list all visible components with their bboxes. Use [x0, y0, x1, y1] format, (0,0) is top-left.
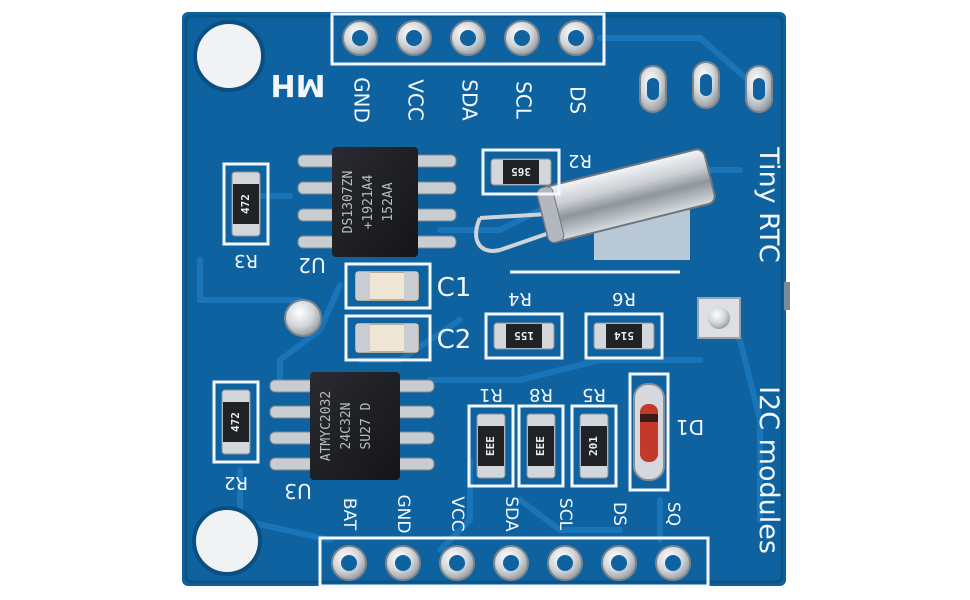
square-test-pad	[697, 297, 741, 339]
bottom-header-label: DS	[609, 502, 629, 526]
bottom-header-label: GND	[393, 495, 413, 534]
svg-text:201: 201	[587, 436, 600, 456]
chip-u2: DS1307ZN +1921A4 152AA U2	[297, 147, 457, 277]
via-pad	[284, 299, 322, 337]
svg-text:C1: C1	[437, 273, 472, 303]
top-header-outline	[330, 12, 606, 66]
resistor-ref-label: R3	[234, 250, 258, 271]
svg-text:472: 472	[239, 194, 252, 214]
title-top-label: Tiny RTC	[753, 146, 784, 262]
resistor-r8: EEE R8	[517, 384, 565, 488]
bottom-header-label: BAT	[339, 498, 359, 531]
top-header-label: GND	[350, 77, 374, 123]
bottom-header-label: SDA	[501, 496, 521, 532]
mounting-hole	[193, 20, 265, 92]
top-header-labels: GND VCC SDA SCL DS	[350, 77, 590, 123]
svg-text:152AA: 152AA	[381, 182, 396, 221]
svg-text:24C32N: 24C32N	[339, 403, 354, 450]
backup-pads	[639, 61, 773, 113]
resistor-r6: 514 R6	[584, 288, 664, 360]
bottom-header-label: SCL	[555, 498, 575, 531]
resistor-r2: 365 R2	[481, 148, 592, 196]
bottom-header-outline	[318, 536, 710, 588]
top-header-pins	[342, 20, 594, 56]
bottom-header-label: VCC	[447, 496, 467, 531]
svg-text:EEE: EEE	[534, 436, 547, 456]
svg-text:+1921A4: +1921A4	[361, 174, 376, 229]
mounting-hole	[192, 506, 262, 576]
svg-text:ATMYC2032: ATMYC2032	[319, 391, 334, 461]
bottom-header-pins	[331, 545, 691, 581]
top-header-label: DS	[566, 86, 590, 114]
brand-label: MH	[271, 67, 326, 102]
top-header-label: VCC	[404, 79, 428, 121]
resistor-ref-label: R5	[582, 384, 606, 405]
resistor-ref-label: R2	[224, 472, 248, 493]
svg-text:155: 155	[514, 329, 534, 342]
bottom-header-label: SQ	[663, 502, 683, 526]
resistor-ref-label: R1	[479, 384, 503, 405]
bottom-header-labels: BAT GND VCC SDA SCL DS SQ	[339, 495, 683, 534]
svg-text:365: 365	[511, 165, 531, 178]
resistor-r5: 201 R5	[570, 384, 618, 488]
svg-text:SU27 D: SU27 D	[359, 402, 374, 449]
diode-d1: D1	[628, 372, 704, 492]
resistor-ref-label: R6	[612, 288, 636, 309]
svg-text:U3: U3	[284, 479, 311, 503]
svg-text:U2: U2	[298, 253, 325, 277]
crystal-oscillator	[474, 148, 716, 274]
top-header-label: SDA	[458, 79, 482, 121]
capacitor-c2: C2	[344, 314, 472, 362]
resistor-r1: EEE R1	[467, 384, 515, 488]
resistor-ref-label: R4	[508, 288, 532, 309]
title-bottom-label: I2C modules	[753, 386, 784, 554]
svg-text:472: 472	[229, 412, 242, 432]
svg-text:DS1307ZN: DS1307ZN	[341, 171, 356, 234]
chip-u3: ATMYC2032 24C32N SU27 D U3	[269, 372, 435, 503]
svg-text:EEE: EEE	[484, 436, 497, 456]
resistor-r4: 155 R4	[484, 288, 564, 360]
resistor-ref-label: R2	[568, 150, 592, 171]
resistor-ref-label: R8	[529, 384, 553, 405]
capacitor-c1: C1	[344, 262, 472, 310]
top-header-label: SCL	[512, 81, 536, 120]
svg-text:514: 514	[614, 329, 634, 342]
svg-text:C2: C2	[437, 325, 472, 355]
svg-text:D1: D1	[676, 415, 704, 439]
